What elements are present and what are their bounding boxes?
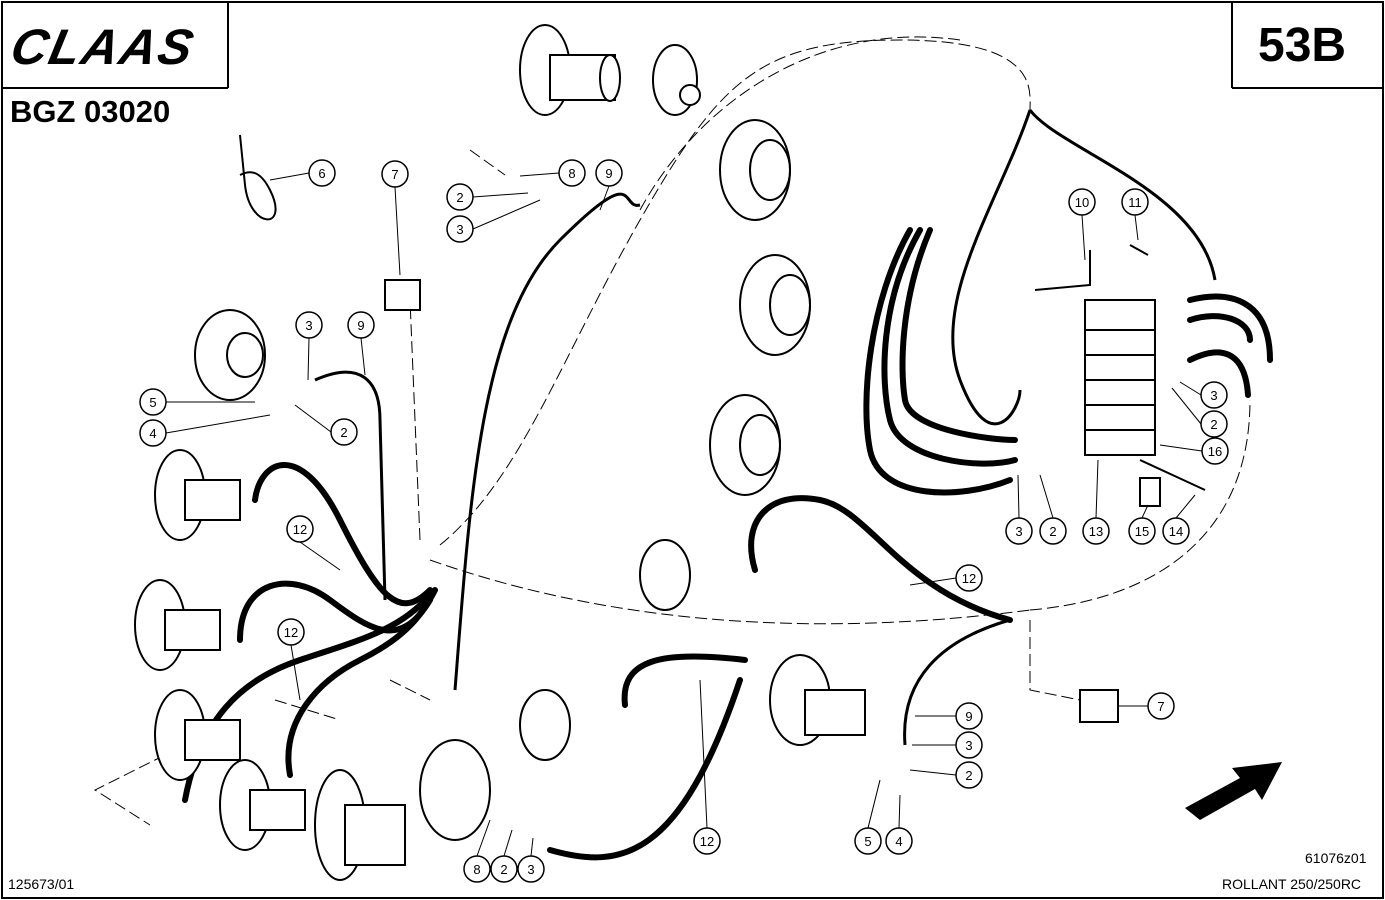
drawing-code: 61076z01: [1305, 850, 1367, 866]
callout-label: 16: [1208, 444, 1222, 459]
callout-label: 7: [1157, 699, 1164, 714]
callout-circle: [955, 564, 983, 592]
callout-label: 3: [456, 222, 463, 237]
callout-label: 2: [500, 862, 507, 877]
callout-circle: [286, 515, 314, 543]
footer-left-code: 125673/01: [8, 876, 75, 892]
callout-label: 4: [149, 426, 156, 441]
callout-circle: [295, 311, 323, 339]
callout-circle: [1200, 410, 1228, 438]
callout-circle: [693, 827, 721, 855]
callout-circle: [1162, 517, 1190, 545]
brand-logo: CLAAS: [6, 19, 201, 75]
callout-label: 3: [1210, 388, 1217, 403]
callout-circle: [955, 761, 983, 789]
model-name: ROLLANT 250/250RC: [1222, 876, 1362, 892]
callout-circle: [885, 827, 913, 855]
components: [134, 24, 1206, 881]
callout-circle: [1121, 188, 1149, 216]
callout-label: 3: [305, 318, 312, 333]
callout-circle: [1201, 437, 1229, 465]
callout-circle: [308, 159, 336, 187]
callout-circle: [1200, 381, 1228, 409]
callout-label: 15: [1135, 524, 1149, 539]
callout-circle: [1068, 188, 1096, 216]
callout-label: 3: [1015, 524, 1022, 539]
callout-circle: [595, 159, 623, 187]
callout-label: 10: [1075, 195, 1089, 210]
callout-circle: [1039, 517, 1067, 545]
callout-label: 2: [456, 190, 463, 205]
callout-label: 8: [473, 862, 480, 877]
callout-label: 2: [340, 425, 347, 440]
direction-arrow-icon: [1185, 762, 1282, 820]
callout-label: 4: [895, 834, 902, 849]
thin-hoses: [314, 109, 1217, 746]
callout-label: 13: [1089, 524, 1103, 539]
callout-circle: [446, 215, 474, 243]
leader-lines: [165, 172, 1203, 857]
callout-circle: [955, 731, 983, 759]
callout-circle: [139, 419, 167, 447]
callout-circle: [277, 618, 305, 646]
callout-circle: [1082, 517, 1110, 545]
callout-circle: [463, 855, 491, 883]
callout-label: 3: [965, 738, 972, 753]
callout-circle: [330, 418, 358, 446]
callout-label: 11: [1128, 195, 1142, 210]
callout-label: 12: [962, 571, 976, 586]
routing-lines: [93, 36, 1251, 826]
callout-circle: [854, 827, 882, 855]
callout-label: 5: [864, 834, 871, 849]
hose-bundle: [182, 227, 1273, 861]
page-code: 53B: [1258, 19, 1347, 72]
callout-circle: [1005, 517, 1033, 545]
callout-circle: [490, 855, 518, 883]
callout-label: 9: [605, 166, 612, 181]
callout-label: 9: [965, 709, 972, 724]
callout-circle: [381, 160, 409, 188]
callout-label: 12: [284, 625, 298, 640]
callout-circle: [517, 855, 545, 883]
callout-circle: [446, 183, 474, 211]
callout-label: 3: [527, 862, 534, 877]
callout-circle: [1147, 692, 1175, 720]
callout-circle: [1128, 517, 1156, 545]
document-number: BGZ 03020: [10, 94, 171, 129]
callout-label: 2: [1049, 524, 1056, 539]
callouts: 6 7 8 9 2 3 3 9 5 4 2 12 12 10 11 3 2: [139, 159, 1229, 883]
callout-label: 6: [318, 166, 325, 181]
callout-label: 7: [391, 167, 398, 182]
callout-label: 2: [1210, 417, 1217, 432]
callout-label: 2: [965, 768, 972, 783]
callout-label: 5: [149, 395, 156, 410]
callout-label: 14: [1169, 524, 1183, 539]
callout-circle: [347, 311, 375, 339]
callout-label: 12: [700, 834, 714, 849]
callout-label: 8: [568, 166, 575, 181]
callout-label: 12: [293, 522, 307, 537]
callout-circle: [139, 388, 167, 416]
callout-circle: [558, 159, 586, 187]
callout-circle: [955, 702, 983, 730]
callout-label: 9: [357, 318, 364, 333]
